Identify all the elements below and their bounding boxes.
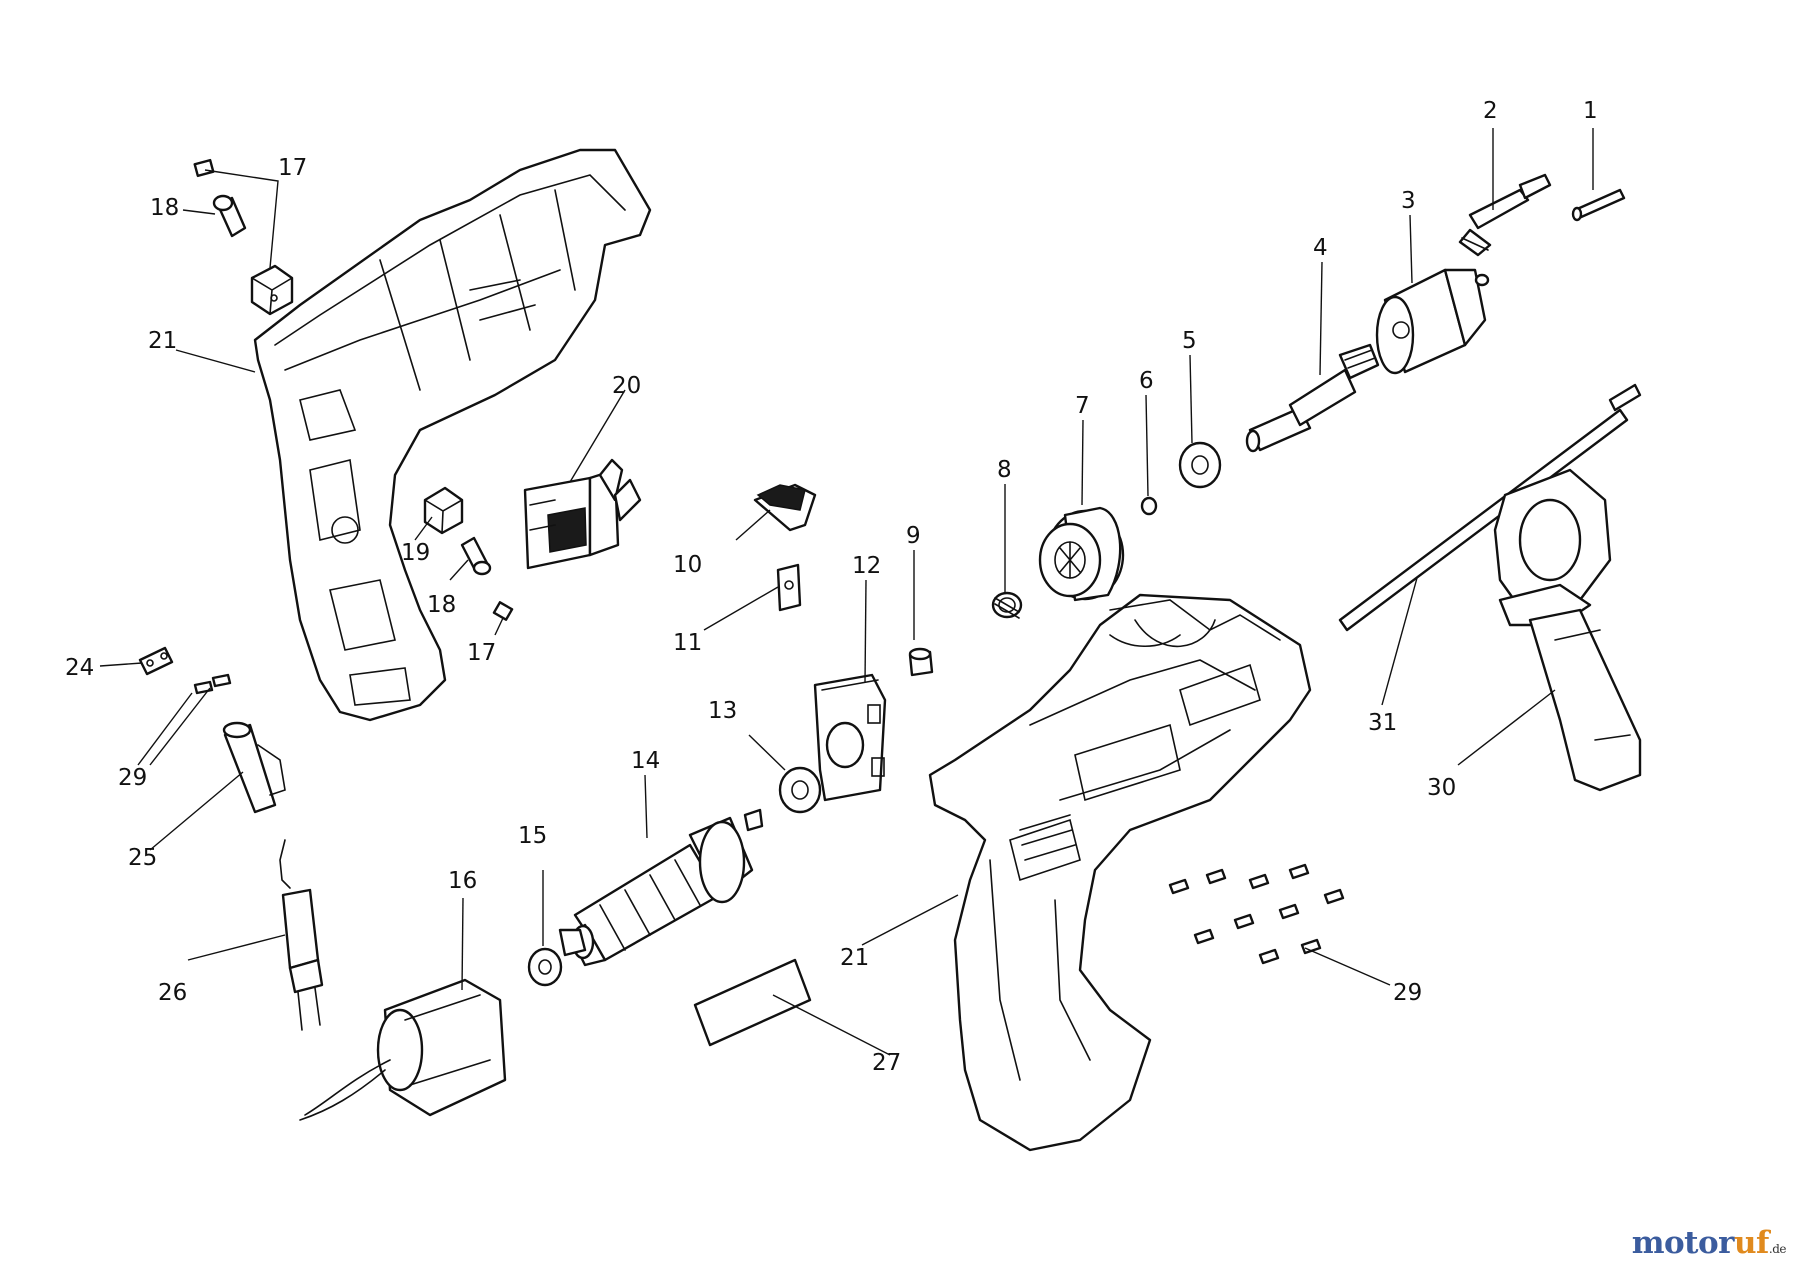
ball-bearing-13 <box>778 766 822 814</box>
trigger-switch <box>523 458 642 570</box>
cable-protector <box>222 721 286 814</box>
label-25: 25 <box>128 845 157 871</box>
label-16: 16 <box>448 868 477 894</box>
brush-holder-mid <box>423 486 464 535</box>
pin <box>1571 188 1626 222</box>
label-31: 31 <box>1368 710 1397 736</box>
watermark-tld: .de <box>1768 1242 1787 1256</box>
label-6: 6 <box>1139 368 1154 394</box>
part-number-labels: 1 2 3 4 5 6 7 8 9 10 11 12 13 14 15 16 1… <box>65 98 1598 1076</box>
label-8: 8 <box>997 457 1012 483</box>
label-18-mid: 18 <box>427 592 456 618</box>
label-10: 10 <box>673 552 702 578</box>
label-20: 20 <box>612 373 641 399</box>
depth-stop-rod <box>1338 383 1642 632</box>
gear <box>1038 506 1125 602</box>
circlip <box>1140 496 1158 516</box>
power-plug <box>279 839 324 1031</box>
carbon-brush-top <box>212 194 247 238</box>
brush-clip-mid <box>492 601 514 621</box>
label-17-top: 17 <box>278 155 307 181</box>
label-29-left: 29 <box>118 765 147 791</box>
reversing-knob <box>753 483 817 532</box>
screw-left-2 <box>211 673 232 688</box>
label-11: 11 <box>673 630 702 656</box>
site-watermark-logo: motoruf.de <box>1631 1225 1787 1261</box>
watermark-part2: uf <box>1734 1225 1769 1261</box>
screws-group-right <box>1168 863 1345 965</box>
carbon-brush-mid <box>460 536 492 576</box>
watermark-part1: motor <box>1631 1225 1735 1261</box>
drill-chuck <box>1375 268 1490 375</box>
cable-clamp <box>138 646 174 676</box>
bearing-holder <box>813 673 887 802</box>
label-17-bottom: 17 <box>467 640 496 666</box>
housing-half-right <box>928 593 1312 1152</box>
label-3: 3 <box>1401 188 1416 214</box>
spring <box>991 591 1023 619</box>
label-5: 5 <box>1182 328 1197 354</box>
stator-field <box>299 978 507 1121</box>
label-15: 15 <box>518 823 547 849</box>
brush-clip <box>193 158 215 178</box>
auxiliary-handle <box>1493 468 1642 792</box>
label-29-right: 29 <box>1393 980 1422 1006</box>
ball-bearing <box>1178 441 1222 489</box>
label-7: 7 <box>1075 393 1090 419</box>
label-26: 26 <box>158 980 187 1006</box>
leader-lines <box>99 128 1594 1056</box>
label-9: 9 <box>906 523 921 549</box>
label-2: 2 <box>1483 98 1498 124</box>
label-30: 30 <box>1427 775 1456 801</box>
rating-label <box>693 958 812 1047</box>
label-12: 12 <box>852 553 881 579</box>
label-1: 1 <box>1583 98 1598 124</box>
label-14: 14 <box>631 748 660 774</box>
screw-left-1 <box>193 680 214 695</box>
label-13: 13 <box>708 698 737 724</box>
armature-bearing <box>527 947 563 987</box>
contact-plate <box>776 563 802 612</box>
label-18-top: 18 <box>150 195 179 221</box>
spindle <box>1245 343 1380 453</box>
label-4: 4 <box>1313 235 1328 261</box>
chuck-key <box>1458 173 1552 257</box>
housing-half-left <box>253 148 652 722</box>
label-19: 19 <box>401 540 430 566</box>
brush-holder-top <box>250 264 294 316</box>
armature-rotor <box>558 808 764 967</box>
label-21-right: 21 <box>840 945 869 971</box>
label-24: 24 <box>65 655 94 681</box>
label-21-left: 21 <box>148 328 177 354</box>
label-27: 27 <box>872 1050 901 1076</box>
sleeve-bushing <box>908 647 934 677</box>
